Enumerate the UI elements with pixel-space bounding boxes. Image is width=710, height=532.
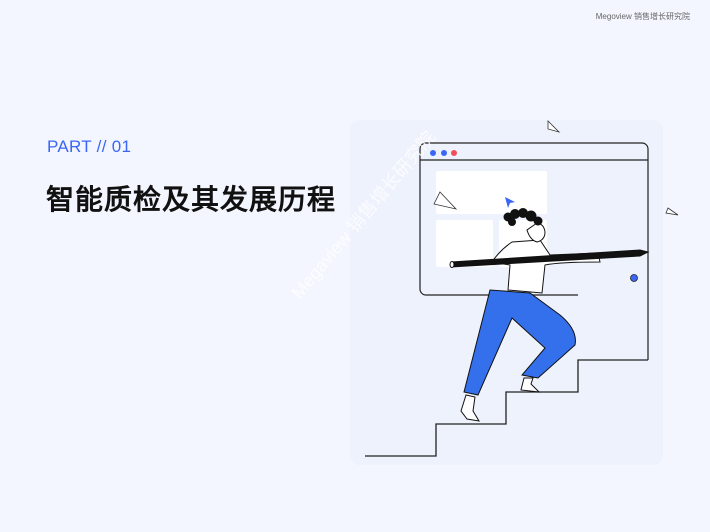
section-label: PART // 01 xyxy=(47,137,132,156)
content-card xyxy=(436,171,547,214)
brand-label: Megoview 销售增长研究院 xyxy=(595,12,690,21)
cursor-arrow-icon xyxy=(505,197,515,208)
door-knob xyxy=(630,274,638,282)
person-figure xyxy=(449,208,650,422)
stairs xyxy=(365,359,648,457)
paper-plane-icon xyxy=(433,120,679,216)
browser-window xyxy=(419,142,649,360)
content-card xyxy=(436,220,493,267)
page-title: 智能质检及其发展历程 xyxy=(46,183,337,216)
window-dots-icon xyxy=(430,150,457,156)
